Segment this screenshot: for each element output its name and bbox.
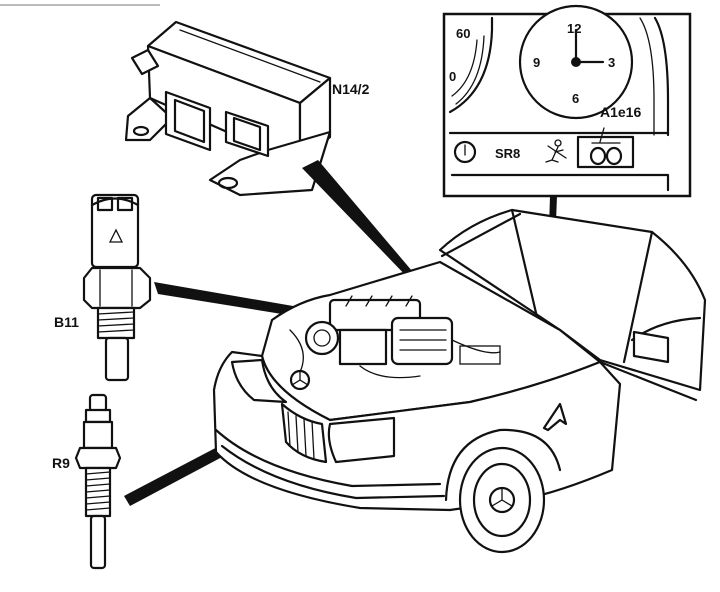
clock-3: 3 (608, 55, 615, 70)
indicator-label: A1e16 (600, 104, 641, 120)
clock-6: 6 (572, 91, 579, 106)
glow-indicator-lamp (589, 146, 623, 166)
clock (518, 4, 634, 120)
car-front-view (212, 208, 707, 554)
sensor-label: B11 (54, 314, 79, 330)
glow-plug-label: R9 (52, 455, 70, 471)
temperature-sensor (82, 193, 152, 382)
clock-9: 9 (533, 55, 540, 70)
gauge-tick-0: 0 (449, 69, 456, 84)
engine-bay (289, 295, 501, 379)
seatbelt-warning-icon (545, 139, 567, 163)
power-indicator-icon (453, 140, 477, 164)
relay-label: N14/2 (332, 81, 370, 97)
glow-plug (74, 393, 122, 570)
clock-12: 12 (567, 21, 581, 36)
gauge-tick-60: 60 (456, 26, 470, 41)
relay-leader (302, 160, 418, 282)
relay-module (124, 20, 332, 197)
cluster-sr8-label: SR8 (495, 146, 520, 161)
brand-star-emblem (289, 369, 311, 391)
indicator-pointer (599, 127, 605, 143)
wheel-star-emblem (488, 486, 516, 514)
